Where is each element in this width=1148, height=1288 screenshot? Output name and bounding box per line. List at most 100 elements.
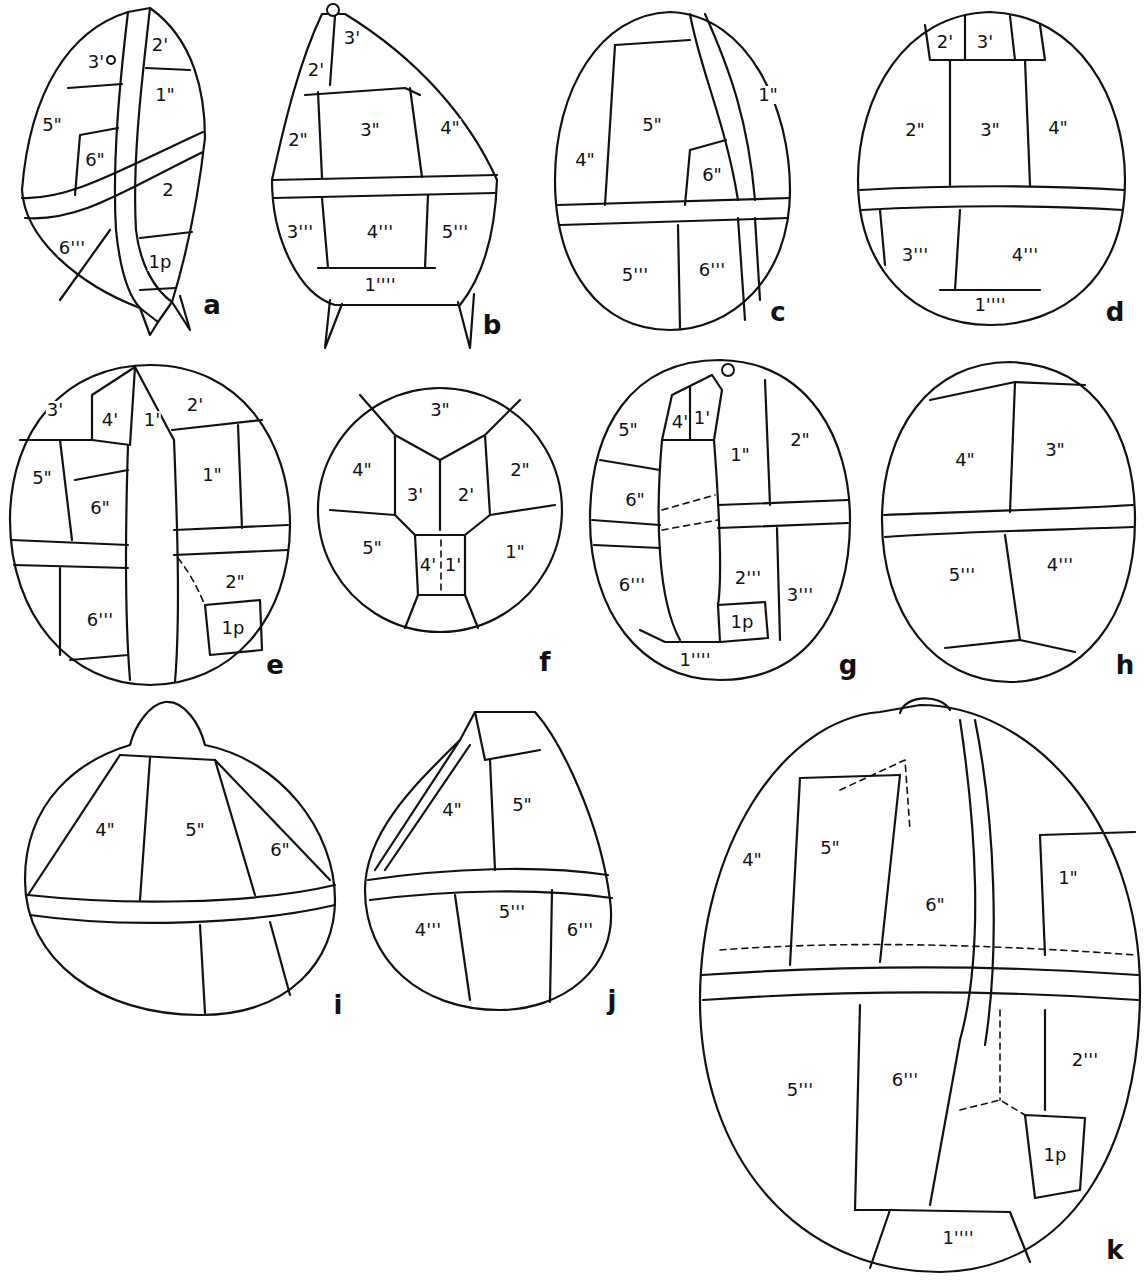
plate-label: 2" <box>509 461 531 479</box>
cell-drawing <box>590 360 850 680</box>
plate-line <box>860 186 1124 190</box>
plate-line <box>1044 1010 1046 1110</box>
plate-label: 2' <box>457 486 475 504</box>
plate-label: 5" <box>41 116 63 134</box>
plate-line <box>238 425 242 528</box>
plate-line <box>59 568 61 655</box>
cell-drawing <box>858 12 1125 325</box>
plate-label: 5" <box>361 539 383 557</box>
plate-line <box>325 300 342 348</box>
plate-line <box>605 45 615 205</box>
plate-line <box>594 545 660 548</box>
plate-label: 6''' <box>566 921 594 939</box>
plate-line <box>999 1010 1001 1100</box>
plate-label: 1p <box>730 613 755 631</box>
plate-label: 4''' <box>414 921 442 939</box>
plate-label: 3' <box>343 29 361 47</box>
plate-line <box>12 540 128 545</box>
plate-line <box>415 535 465 595</box>
plate-line <box>410 88 422 177</box>
plate-line <box>930 1040 960 1205</box>
plate-line <box>318 92 322 178</box>
plate-label: 1p <box>1043 1146 1068 1164</box>
plate-line <box>900 698 950 713</box>
plate-line <box>174 440 178 682</box>
plate-label: 6''' <box>698 261 726 279</box>
plate-label: 6" <box>84 151 106 169</box>
plate-label: 2''' <box>1071 1051 1099 1069</box>
plate-line <box>140 758 150 900</box>
cell-drawing <box>318 388 562 632</box>
plate-line <box>1025 60 1030 185</box>
plate-line <box>855 1005 860 1210</box>
plate-line <box>200 925 205 1013</box>
plate-line <box>10 365 290 685</box>
plate-line <box>1040 832 1135 835</box>
plate-line <box>855 1210 1010 1212</box>
plate-line <box>1040 835 1045 955</box>
plate-label: 6" <box>269 841 291 859</box>
plate-label: 3''' <box>286 223 314 241</box>
plate-line <box>777 528 780 640</box>
plate-line <box>368 869 608 880</box>
plate-line <box>945 640 1075 652</box>
plate-line <box>68 84 122 88</box>
plate-line <box>640 630 720 642</box>
plate-line <box>1025 1115 1085 1198</box>
plate-line <box>700 705 1140 1272</box>
plate-line <box>550 890 552 1002</box>
plate-line <box>592 520 660 525</box>
plate-label: 4" <box>439 119 461 137</box>
plate-line <box>720 945 1135 955</box>
plate-label: 2" <box>904 121 926 139</box>
plate-line <box>140 288 175 290</box>
plate-label: 5''' <box>948 566 976 584</box>
plate-line <box>215 760 330 880</box>
plate-line <box>70 655 128 660</box>
plate-label: 4''' <box>1011 246 1039 264</box>
plate-line <box>678 225 680 328</box>
plate-line <box>146 68 190 70</box>
plate-label: 2" <box>224 573 246 591</box>
plate-label: 1p <box>148 253 173 271</box>
plate-line <box>455 895 470 1000</box>
plate-line <box>880 775 900 962</box>
plate-label: 1p <box>221 619 246 637</box>
plate-line <box>395 435 490 535</box>
plate-line <box>92 367 135 440</box>
plate-label: 4" <box>441 801 463 819</box>
plate-line <box>662 375 722 440</box>
plate-line <box>718 602 768 642</box>
plate-label: 2 <box>161 181 174 199</box>
plate-label: 5''' <box>498 903 526 921</box>
plate-label: 6" <box>924 896 946 914</box>
plate-line <box>330 16 335 85</box>
plate-label: 2" <box>287 131 309 149</box>
plate-label: 5" <box>617 421 639 439</box>
plate-line <box>490 760 495 870</box>
plate-label: 3' <box>976 33 994 51</box>
plate-label: 5" <box>641 116 663 134</box>
cell-drawing <box>272 4 497 348</box>
plate-line <box>14 565 128 568</box>
plate-label: 1' <box>444 556 462 574</box>
cell-drawing <box>365 712 612 1010</box>
plate-line <box>590 360 850 680</box>
plate-line <box>884 505 1133 515</box>
plate-label: 3" <box>429 401 451 419</box>
plate-line <box>440 540 442 590</box>
plate-line <box>20 440 130 445</box>
plate-line <box>272 14 497 305</box>
plate-line <box>714 440 720 605</box>
panel-letter: c <box>769 299 786 325</box>
cell-drawing <box>22 8 205 335</box>
cell-drawing <box>10 365 290 685</box>
plate-label: 3" <box>1044 441 1066 459</box>
plate-label: 4" <box>954 451 976 469</box>
plate-line <box>1010 1212 1030 1262</box>
cell-drawing <box>882 362 1135 682</box>
plate-line <box>925 25 1045 60</box>
plate-line <box>130 367 135 445</box>
plate-line <box>135 367 174 440</box>
plate-label: 2' <box>936 33 954 51</box>
